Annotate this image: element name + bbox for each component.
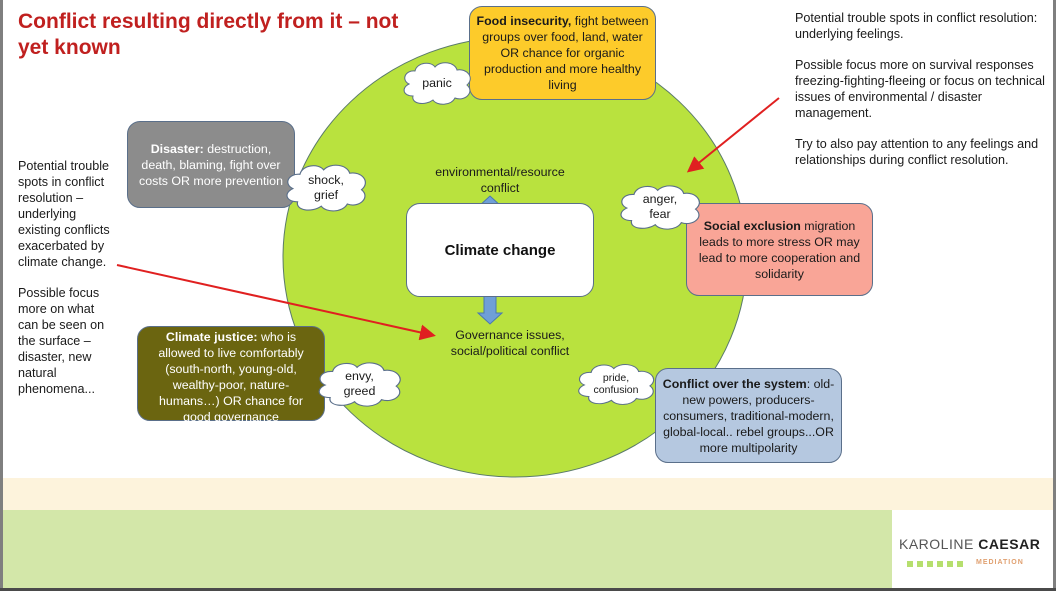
cloud-icon: [620, 185, 700, 230]
company-logo: KAROLINE CAESAR MEDIATION: [892, 510, 1053, 588]
logo-tagline: MEDIATION: [976, 559, 1024, 566]
justice-bold: Climate justice:: [165, 330, 258, 344]
conflict-system-box: Conflict over the system: old-new powers…: [655, 368, 842, 463]
slide-title: Conflict resulting directly from it – no…: [18, 10, 399, 59]
cloud-envy-label: envy, greed: [343, 369, 376, 398]
logo-name-first: KAROLINE: [899, 536, 979, 552]
disaster-box: Disaster: destruction, death, blaming, f…: [127, 121, 295, 208]
cloud-icon: [318, 362, 401, 407]
cloud-panic: panic: [399, 58, 475, 108]
system-bold: Conflict over the system: [662, 376, 807, 391]
climate-justice-box: Climate justice: who is allowed to live …: [137, 326, 325, 424]
footer-green-band: [3, 510, 892, 588]
system-text: : old-new powers, producers-consumers, t…: [663, 376, 835, 455]
social-exclusion-box: Social exclusion migration leads to more…: [686, 203, 873, 296]
governance-conflict-label: Governance issues, social/political conf…: [450, 328, 570, 358]
logo-name: KAROLINE CAESAR: [899, 536, 1040, 552]
right-notes: Potential trouble spots in conflict reso…: [795, 10, 1045, 183]
logo-name-last: CAESAR: [978, 536, 1041, 552]
footer-cream-band: [3, 478, 1053, 510]
left-notes: Potential trouble spots in conflict reso…: [18, 158, 118, 412]
cloud-icon: [578, 364, 655, 405]
cloud-envy-greed: envy, greed: [313, 358, 406, 410]
left-note-1: Potential trouble spots in conflict reso…: [18, 159, 110, 269]
slide-frame-bottom: [0, 588, 1056, 591]
justice-text: who is allowed to live comfortably (sout…: [158, 330, 304, 424]
climate-change-label: Climate change: [444, 241, 556, 259]
disaster-text: destruction, death, blaming, fight over …: [139, 141, 283, 188]
cloud-panic-label: panic: [422, 75, 452, 90]
social-text: migration leads to more stress OR may le…: [698, 218, 861, 281]
right-arrow: [686, 97, 780, 173]
cloud-anger-fear: anger, fear: [615, 181, 705, 233]
cloud-pride-confusion: pride, confusion: [573, 360, 659, 408]
right-note-3: Try to also pay attention to any feeling…: [795, 137, 1039, 167]
left-note-2: Possible focus more on what can be seen …: [18, 286, 105, 396]
left-arrow: [116, 264, 436, 341]
cloud-shock-label: shock, grief: [308, 172, 344, 202]
disaster-bold: Disaster:: [150, 141, 204, 156]
food-bold: Food insecurity,: [476, 14, 572, 28]
right-note-1: Potential trouble spots in conflict reso…: [795, 11, 1038, 41]
cloud-icon: [403, 62, 471, 105]
cloud-shock-grief: shock, grief: [281, 160, 371, 215]
cloud-anger-label: anger, fear: [642, 192, 678, 221]
cloud-icon: [286, 164, 366, 212]
environmental-conflict-label: environmental/resource conflict: [435, 165, 565, 195]
right-note-2: Possible focus more on survival response…: [795, 58, 1045, 120]
slide-frame-left: [0, 0, 3, 591]
food-text: fight between groups over food, land, wa…: [482, 14, 649, 92]
food-insecurity-box: Food insecurity, fight between groups ov…: [469, 6, 656, 100]
climate-change-box: Climate change: [406, 203, 594, 297]
slide-frame-right: [1053, 0, 1056, 591]
logo-squares-icon: [907, 561, 963, 567]
cloud-pride-label: pride, confusion: [593, 372, 639, 396]
social-bold: Social exclusion: [703, 218, 801, 233]
